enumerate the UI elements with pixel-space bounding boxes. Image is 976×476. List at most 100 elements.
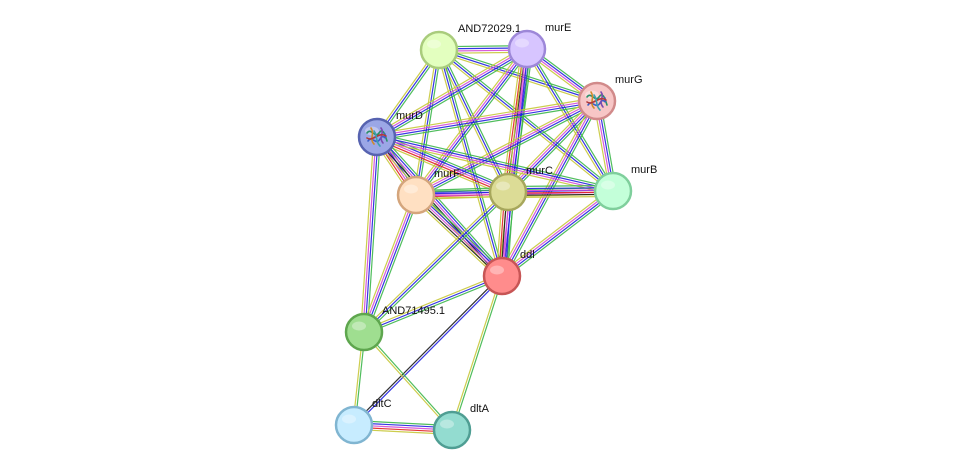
edge-evidence-line xyxy=(376,137,613,193)
edge-evidence-line xyxy=(416,101,598,197)
node-AND71495.1[interactable]: AND71495.1 xyxy=(344,305,445,352)
edge-evidence-line xyxy=(437,51,612,194)
node-circle xyxy=(334,405,374,445)
edge-murD-murB[interactable] xyxy=(376,133,614,195)
structure-strand xyxy=(370,127,375,145)
node-label: murE xyxy=(545,22,571,34)
node-dltA[interactable]: dltA xyxy=(432,403,490,450)
edge-evidence-line xyxy=(363,191,509,333)
edge-evidence-line xyxy=(504,49,531,277)
edge-evidence-line xyxy=(376,99,597,137)
edge-evidence-line xyxy=(362,136,377,332)
edge-evidence-line xyxy=(377,101,598,139)
node-murF[interactable]: murF xyxy=(396,168,460,215)
edge-evidence-line xyxy=(500,48,527,276)
edge-evidence-line xyxy=(362,273,502,331)
edge-evidence-line xyxy=(498,48,525,276)
edge-murG-murD[interactable] xyxy=(376,97,598,141)
edge-evidence-line xyxy=(418,191,506,274)
edge-evidence-line xyxy=(364,330,454,430)
node-murE[interactable]: murE xyxy=(507,22,571,69)
nodes-layer: AND72029.1 murE murG murD murF murC murB ddlAND… xyxy=(334,22,657,450)
edge-ddl-dltC[interactable] xyxy=(352,274,504,427)
edge-evidence-line xyxy=(414,196,501,279)
edge-evidence-line xyxy=(375,140,507,197)
edge-evidence-line xyxy=(377,103,598,141)
edge-murD-murC[interactable] xyxy=(375,132,510,197)
edge-evidence-line xyxy=(417,50,442,196)
node-label: AND71495.1 xyxy=(382,305,445,317)
edge-AND72029.1-murB[interactable] xyxy=(437,47,615,194)
edge-evidence-line xyxy=(377,135,614,191)
edge-evidence-line xyxy=(376,47,527,137)
node-label: dltC xyxy=(372,398,392,410)
protein-structure-icon xyxy=(366,127,388,147)
node-highlight xyxy=(352,321,366,331)
node-highlight xyxy=(490,265,504,275)
edge-murE-ddl[interactable] xyxy=(498,48,531,277)
edge-evidence-line xyxy=(364,277,504,335)
edge-murF-AND71495.1[interactable] xyxy=(360,193,420,334)
edge-evidence-line xyxy=(415,194,503,277)
node-label: AND72029.1 xyxy=(458,23,521,35)
node-circle xyxy=(344,312,384,352)
edge-evidence-line xyxy=(500,189,613,276)
edge-murG-murF[interactable] xyxy=(414,97,599,199)
edge-evidence-line xyxy=(364,195,418,333)
node-murD[interactable]: murD xyxy=(357,110,423,157)
edge-evidence-line xyxy=(417,103,599,199)
node-label: murG xyxy=(615,74,643,86)
node-ddl[interactable]: ddl xyxy=(482,249,535,296)
edge-AND72029.1-murF[interactable] xyxy=(413,49,442,196)
edge-evidence-line xyxy=(499,187,612,274)
node-murC[interactable]: murC xyxy=(488,165,553,212)
edge-murG-murC[interactable] xyxy=(505,98,600,195)
node-highlight xyxy=(601,180,615,190)
edge-evidence-line xyxy=(452,276,504,431)
edge-murB-ddl[interactable] xyxy=(499,187,616,280)
node-label: dltA xyxy=(470,403,490,415)
edge-murD-AND71495.1[interactable] xyxy=(360,136,381,333)
node-circle xyxy=(432,410,472,450)
edge-evidence-line xyxy=(366,137,381,333)
edge-AND71495.1-dltA[interactable] xyxy=(362,330,454,432)
edge-evidence-line xyxy=(362,332,452,432)
edge-evidence-line xyxy=(415,49,440,196)
edge-murC-AND71495.1[interactable] xyxy=(362,189,510,335)
edge-evidence-line xyxy=(366,195,420,334)
edge-evidence-line xyxy=(360,136,375,332)
node-label: murC xyxy=(526,165,553,177)
structure-strand xyxy=(590,91,595,109)
node-murG[interactable]: murG xyxy=(577,74,643,121)
node-label: ddl xyxy=(520,249,535,261)
edges-layer xyxy=(352,45,617,435)
edge-murE-murD[interactable] xyxy=(375,45,529,141)
edge-evidence-line xyxy=(376,136,509,193)
structure-strand xyxy=(373,130,381,147)
node-dltC[interactable]: dltC xyxy=(334,398,392,445)
edge-ddl-AND71495.1[interactable] xyxy=(362,273,504,335)
edge-evidence-line xyxy=(362,189,507,331)
node-highlight xyxy=(440,419,454,429)
edge-evidence-line xyxy=(378,132,510,189)
edge-evidence-line xyxy=(360,193,414,332)
edge-evidence-line xyxy=(412,46,525,194)
node-label: murB xyxy=(631,164,657,176)
edge-evidence-line xyxy=(364,137,379,333)
node-highlight xyxy=(515,38,529,48)
edge-evidence-line xyxy=(414,97,596,193)
edge-evidence-line xyxy=(352,274,502,425)
edge-evidence-line xyxy=(506,99,597,192)
edge-evidence-line xyxy=(379,133,506,274)
node-murB[interactable]: murB xyxy=(593,164,657,211)
edge-murE-murB[interactable] xyxy=(524,47,616,193)
edge-evidence-line xyxy=(378,51,529,141)
node-AND72029.1[interactable]: AND72029.1 xyxy=(419,23,521,70)
edge-evidence-line xyxy=(498,99,595,275)
edge-evidence-line xyxy=(505,98,596,191)
node-circle xyxy=(482,256,522,296)
edge-ddl-dltA[interactable] xyxy=(450,275,504,431)
edge-evidence-line xyxy=(413,49,438,195)
edge-evidence-line xyxy=(376,97,597,135)
